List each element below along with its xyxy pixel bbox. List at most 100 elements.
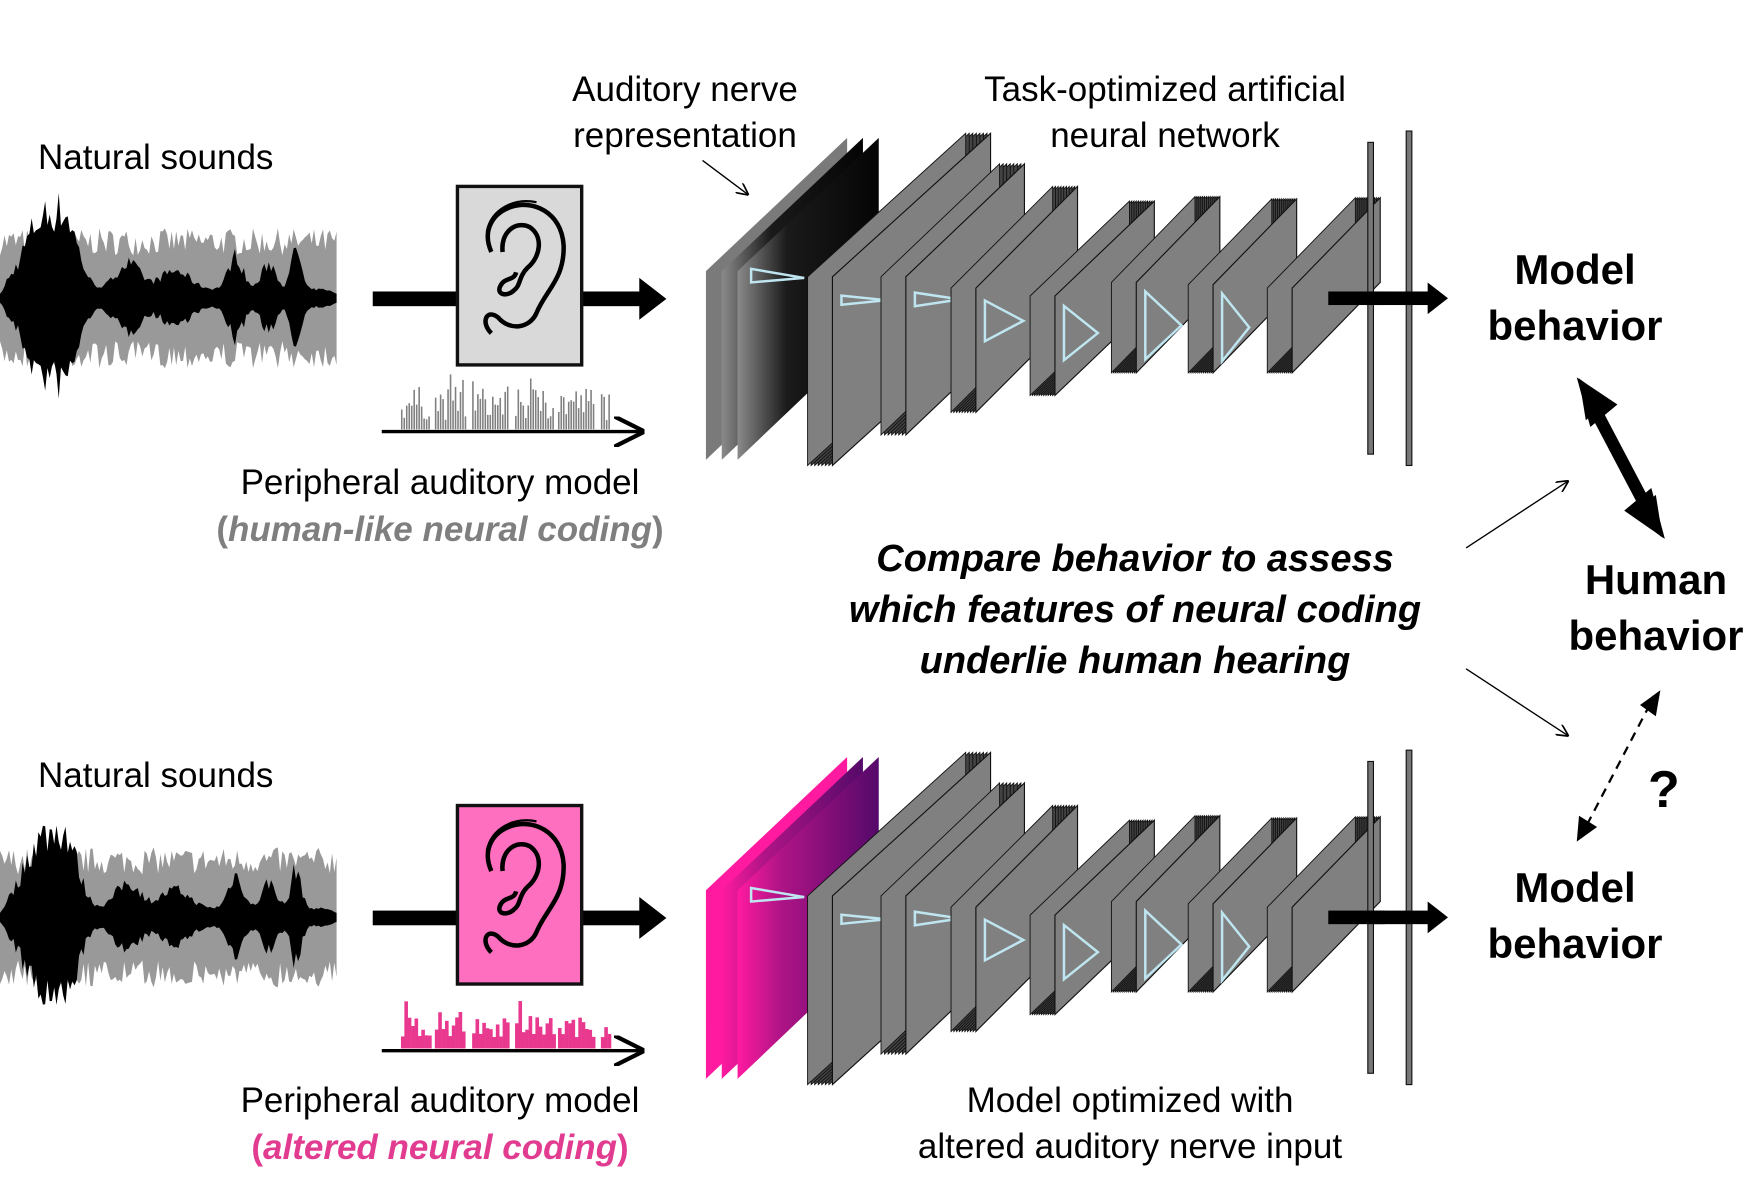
spike (417, 1036, 422, 1049)
spike (527, 405, 530, 430)
spike (528, 1016, 533, 1049)
spike (592, 403, 595, 430)
kernel-triangle (1220, 909, 1251, 984)
kernel-triangle (983, 917, 1026, 963)
input-label-top: Natural sounds (38, 138, 274, 177)
spike (451, 1025, 456, 1049)
model-behavior-line1: Model (1514, 246, 1636, 293)
nerve-label-line2: representation (573, 116, 797, 155)
spike (445, 1020, 449, 1049)
altered-coding-text: altered neural coding (263, 1128, 617, 1167)
paren-open: ( (251, 1128, 264, 1167)
layer-face (1291, 196, 1381, 375)
spike (434, 397, 437, 430)
spike (535, 1017, 539, 1049)
network-label-line1: Task-optimized artificial (984, 70, 1346, 109)
spike (492, 396, 494, 430)
comparison-statement: Compare behavior to assess which feature… (790, 534, 1480, 687)
spike (477, 394, 479, 430)
network-layer (1029, 818, 1159, 1016)
network-layer (1187, 197, 1302, 375)
nerve-label-line1: Auditory nerve (572, 70, 798, 109)
spike (552, 1034, 556, 1049)
spike (455, 1017, 459, 1049)
kernel-triangle (749, 886, 805, 903)
spike (447, 389, 449, 430)
input-arrow-shaft (372, 910, 459, 926)
spike (475, 1019, 480, 1049)
output-arrowhead (639, 897, 667, 939)
paren-close: ) (651, 510, 664, 549)
spike (581, 1022, 586, 1049)
comparison-line3: underlie human hearing (919, 640, 1351, 682)
spike (521, 1032, 526, 1049)
spike (560, 396, 563, 430)
spike (478, 1033, 483, 1049)
spike (459, 391, 462, 430)
spike (537, 397, 539, 430)
network-label-bottom-line1: Model optimized with (966, 1081, 1294, 1120)
spike (428, 416, 430, 430)
spike (580, 395, 582, 430)
spike (585, 388, 587, 430)
ear-icon (483, 200, 566, 335)
spike (564, 1021, 569, 1049)
periphery-label-top: Peripheral auditory model (240, 463, 640, 502)
network-label-line2: neural network (1050, 116, 1280, 155)
spike (474, 410, 477, 430)
spike (482, 388, 484, 430)
spike (600, 394, 603, 430)
spike (487, 414, 489, 430)
spike (444, 419, 447, 430)
spike (492, 1036, 497, 1049)
spike (520, 401, 522, 430)
spike (574, 1037, 579, 1049)
output-arrow-shaft (580, 910, 642, 926)
spike (457, 410, 459, 430)
network-label-bottom: Model optimized with altered auditory ne… (870, 1078, 1390, 1170)
layer-face (1291, 815, 1381, 994)
spike (499, 397, 502, 430)
spike (590, 389, 592, 430)
nerve-pointer-arrow (702, 159, 748, 194)
spike (547, 418, 549, 430)
spike (539, 410, 542, 430)
spike (544, 402, 547, 430)
spike (588, 1029, 593, 1049)
model-behavior-bottom-line2: behavior (1487, 920, 1663, 967)
spike (518, 1001, 523, 1049)
spike (449, 374, 452, 430)
spike (545, 1023, 550, 1049)
spike (496, 405, 499, 430)
spike (452, 400, 454, 430)
spike (542, 1034, 546, 1049)
spike (404, 1001, 408, 1049)
spike (464, 416, 467, 430)
spike (591, 1036, 596, 1049)
spike (414, 1018, 419, 1049)
kernel-triangle (840, 294, 887, 307)
spike (439, 394, 442, 430)
spike (472, 381, 474, 430)
spike (410, 405, 413, 430)
output-arrowhead (639, 277, 667, 320)
spike (517, 389, 520, 430)
spike (568, 1023, 572, 1049)
spike (524, 418, 527, 430)
spike (424, 1035, 429, 1049)
spike (421, 1029, 425, 1049)
output-arrow-shaft (1328, 910, 1430, 925)
output-arrowhead (1427, 901, 1449, 934)
spike (489, 1029, 493, 1049)
waveform-icon (0, 825, 337, 1005)
spike (585, 1028, 589, 1049)
spike (461, 1031, 466, 1049)
kernel-triangle (749, 267, 805, 284)
spike-train-icon (400, 1001, 612, 1049)
paren-open: ( (216, 510, 229, 549)
spike (515, 415, 517, 430)
spike (494, 404, 497, 430)
spike (557, 1028, 562, 1049)
spike (438, 1012, 442, 1049)
